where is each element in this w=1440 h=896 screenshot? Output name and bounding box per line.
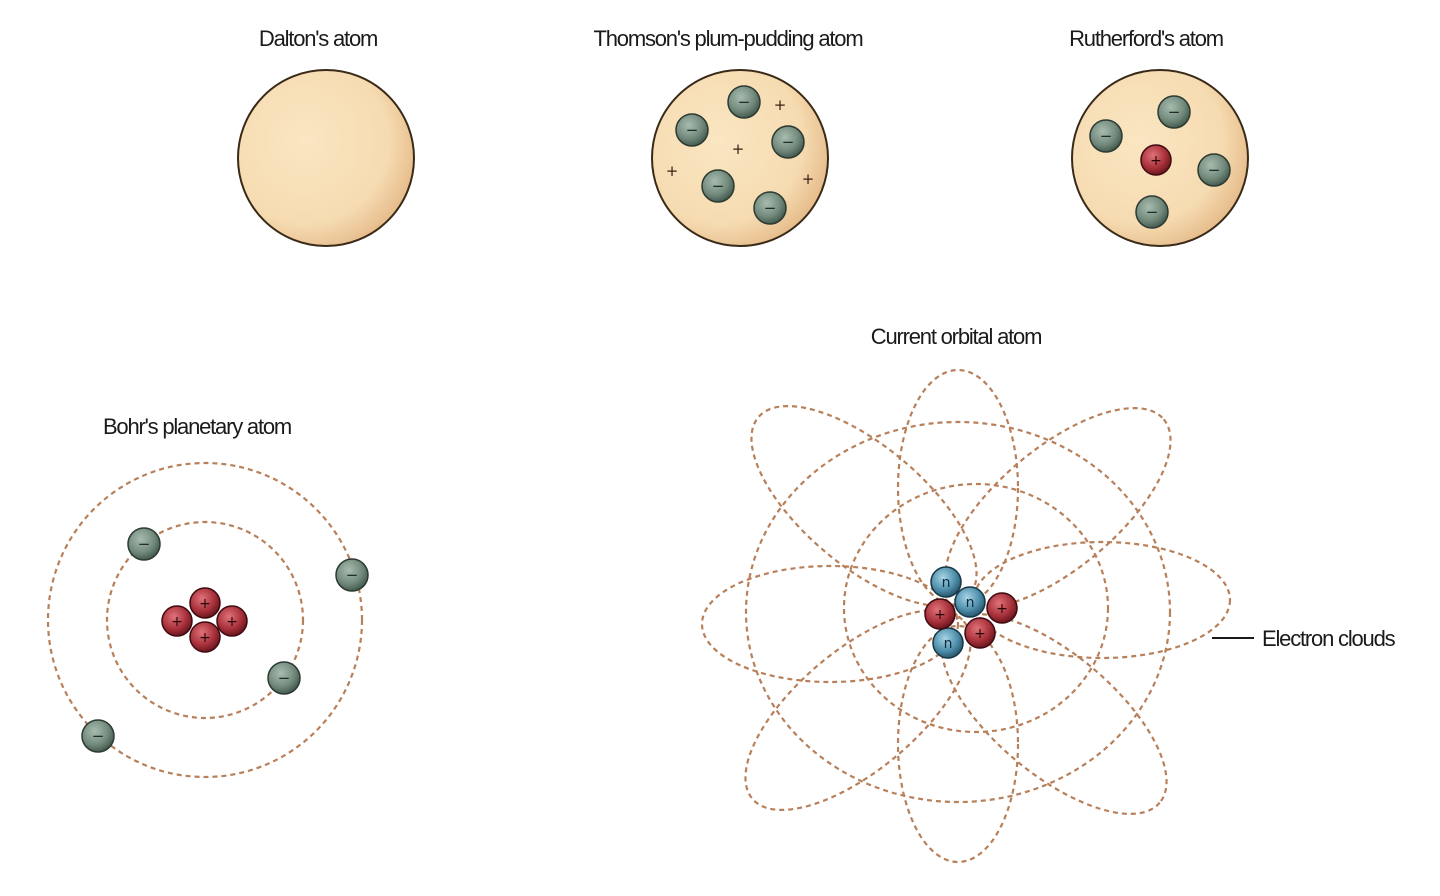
neutron-symbol: n: [966, 595, 975, 611]
proton-symbol: +: [1150, 153, 1162, 169]
electron-cloud: [972, 540, 1232, 660]
proton-symbol: +: [199, 630, 211, 646]
electron-particle: −: [335, 558, 369, 592]
electron-particle: −: [1157, 95, 1191, 129]
electron-particle: −: [267, 661, 301, 695]
rutherford-model: − − − − +: [1071, 69, 1249, 247]
proton-particle: +: [986, 592, 1018, 624]
neutron-symbol: n: [942, 575, 951, 591]
neutron-particle: n: [930, 566, 962, 598]
bohr-title: Bohr's planetary atom: [103, 414, 291, 439]
electron-particle: −: [753, 191, 787, 225]
proton-particle: +: [1140, 144, 1172, 176]
electron-symbol: −: [1146, 203, 1159, 221]
electron-symbol: −: [686, 121, 699, 139]
proton-symbol: +: [226, 614, 238, 630]
proton-symbol: +: [934, 607, 946, 623]
proton-particle: +: [924, 598, 956, 630]
neutron-symbol: n: [944, 636, 953, 652]
electron-cloud: [744, 420, 1172, 804]
electron-particle: −: [127, 527, 161, 561]
proton-symbol: +: [996, 601, 1008, 617]
electron-symbol: −: [782, 133, 795, 151]
electron-cloud: [700, 564, 960, 684]
dalton-sphere: [237, 69, 415, 247]
bohr-inner-orbit: [105, 520, 305, 720]
proton-particle: +: [216, 605, 248, 637]
bohr-outer-orbit: [46, 461, 364, 779]
bohr-model: − − − − + + + +: [46, 461, 369, 779]
proton-particle: +: [161, 605, 193, 637]
neutron-particle: n: [932, 627, 964, 659]
electron-symbol: −: [1168, 103, 1181, 121]
electron-symbol: −: [1208, 161, 1221, 179]
electron-symbol: −: [278, 669, 291, 687]
rutherford-title: Rutherford's atom: [1069, 26, 1223, 51]
electron-symbol: −: [346, 566, 359, 584]
proton-symbol: +: [171, 614, 183, 630]
orbital-title: Current orbital atom: [871, 324, 1041, 349]
proton-particle: +: [964, 617, 996, 649]
positive-charge-mark: +: [732, 140, 745, 158]
orbital-model: Electron clouds nnn+++: [700, 368, 1397, 864]
electron-symbol: −: [92, 727, 105, 745]
electron-cloud: [940, 612, 1168, 816]
electron-particle: −: [675, 113, 709, 147]
electron-particle: −: [1089, 119, 1123, 153]
electron-particle: −: [1197, 153, 1231, 187]
electron-symbol: −: [138, 535, 151, 553]
electron-clouds-label: Electron clouds: [1262, 626, 1396, 651]
dalton-model: [237, 69, 415, 247]
dalton-title: Dalton's atom: [259, 26, 377, 51]
electron-symbol: −: [1100, 127, 1113, 145]
proton-symbol: +: [974, 626, 986, 642]
proton-particle: +: [189, 587, 221, 619]
proton-particle: +: [189, 621, 221, 653]
electron-symbol: −: [712, 177, 725, 195]
positive-charge-mark: +: [666, 162, 679, 180]
electron-cloud: [744, 608, 972, 812]
electron-particle: −: [1135, 195, 1169, 229]
positive-charge-mark: +: [802, 170, 815, 188]
electron-cloud: [896, 368, 1020, 608]
electron-particle: −: [81, 719, 115, 753]
proton-symbol: +: [199, 596, 211, 612]
electron-symbol: −: [764, 199, 777, 217]
neutron-particle: n: [954, 586, 986, 618]
thomson-title: Thomson's plum-pudding atom: [594, 26, 863, 51]
electron-cloud: [896, 624, 1020, 864]
electron-particle: −: [701, 169, 735, 203]
electron-cloud: [842, 482, 1110, 734]
electron-particle: −: [771, 125, 805, 159]
electron-particle: −: [727, 85, 761, 119]
electron-cloud: [944, 406, 1172, 610]
electron-symbol: −: [738, 93, 751, 111]
thomson-model: − − − − − + + + +: [651, 69, 829, 247]
positive-charge-mark: +: [774, 96, 787, 114]
